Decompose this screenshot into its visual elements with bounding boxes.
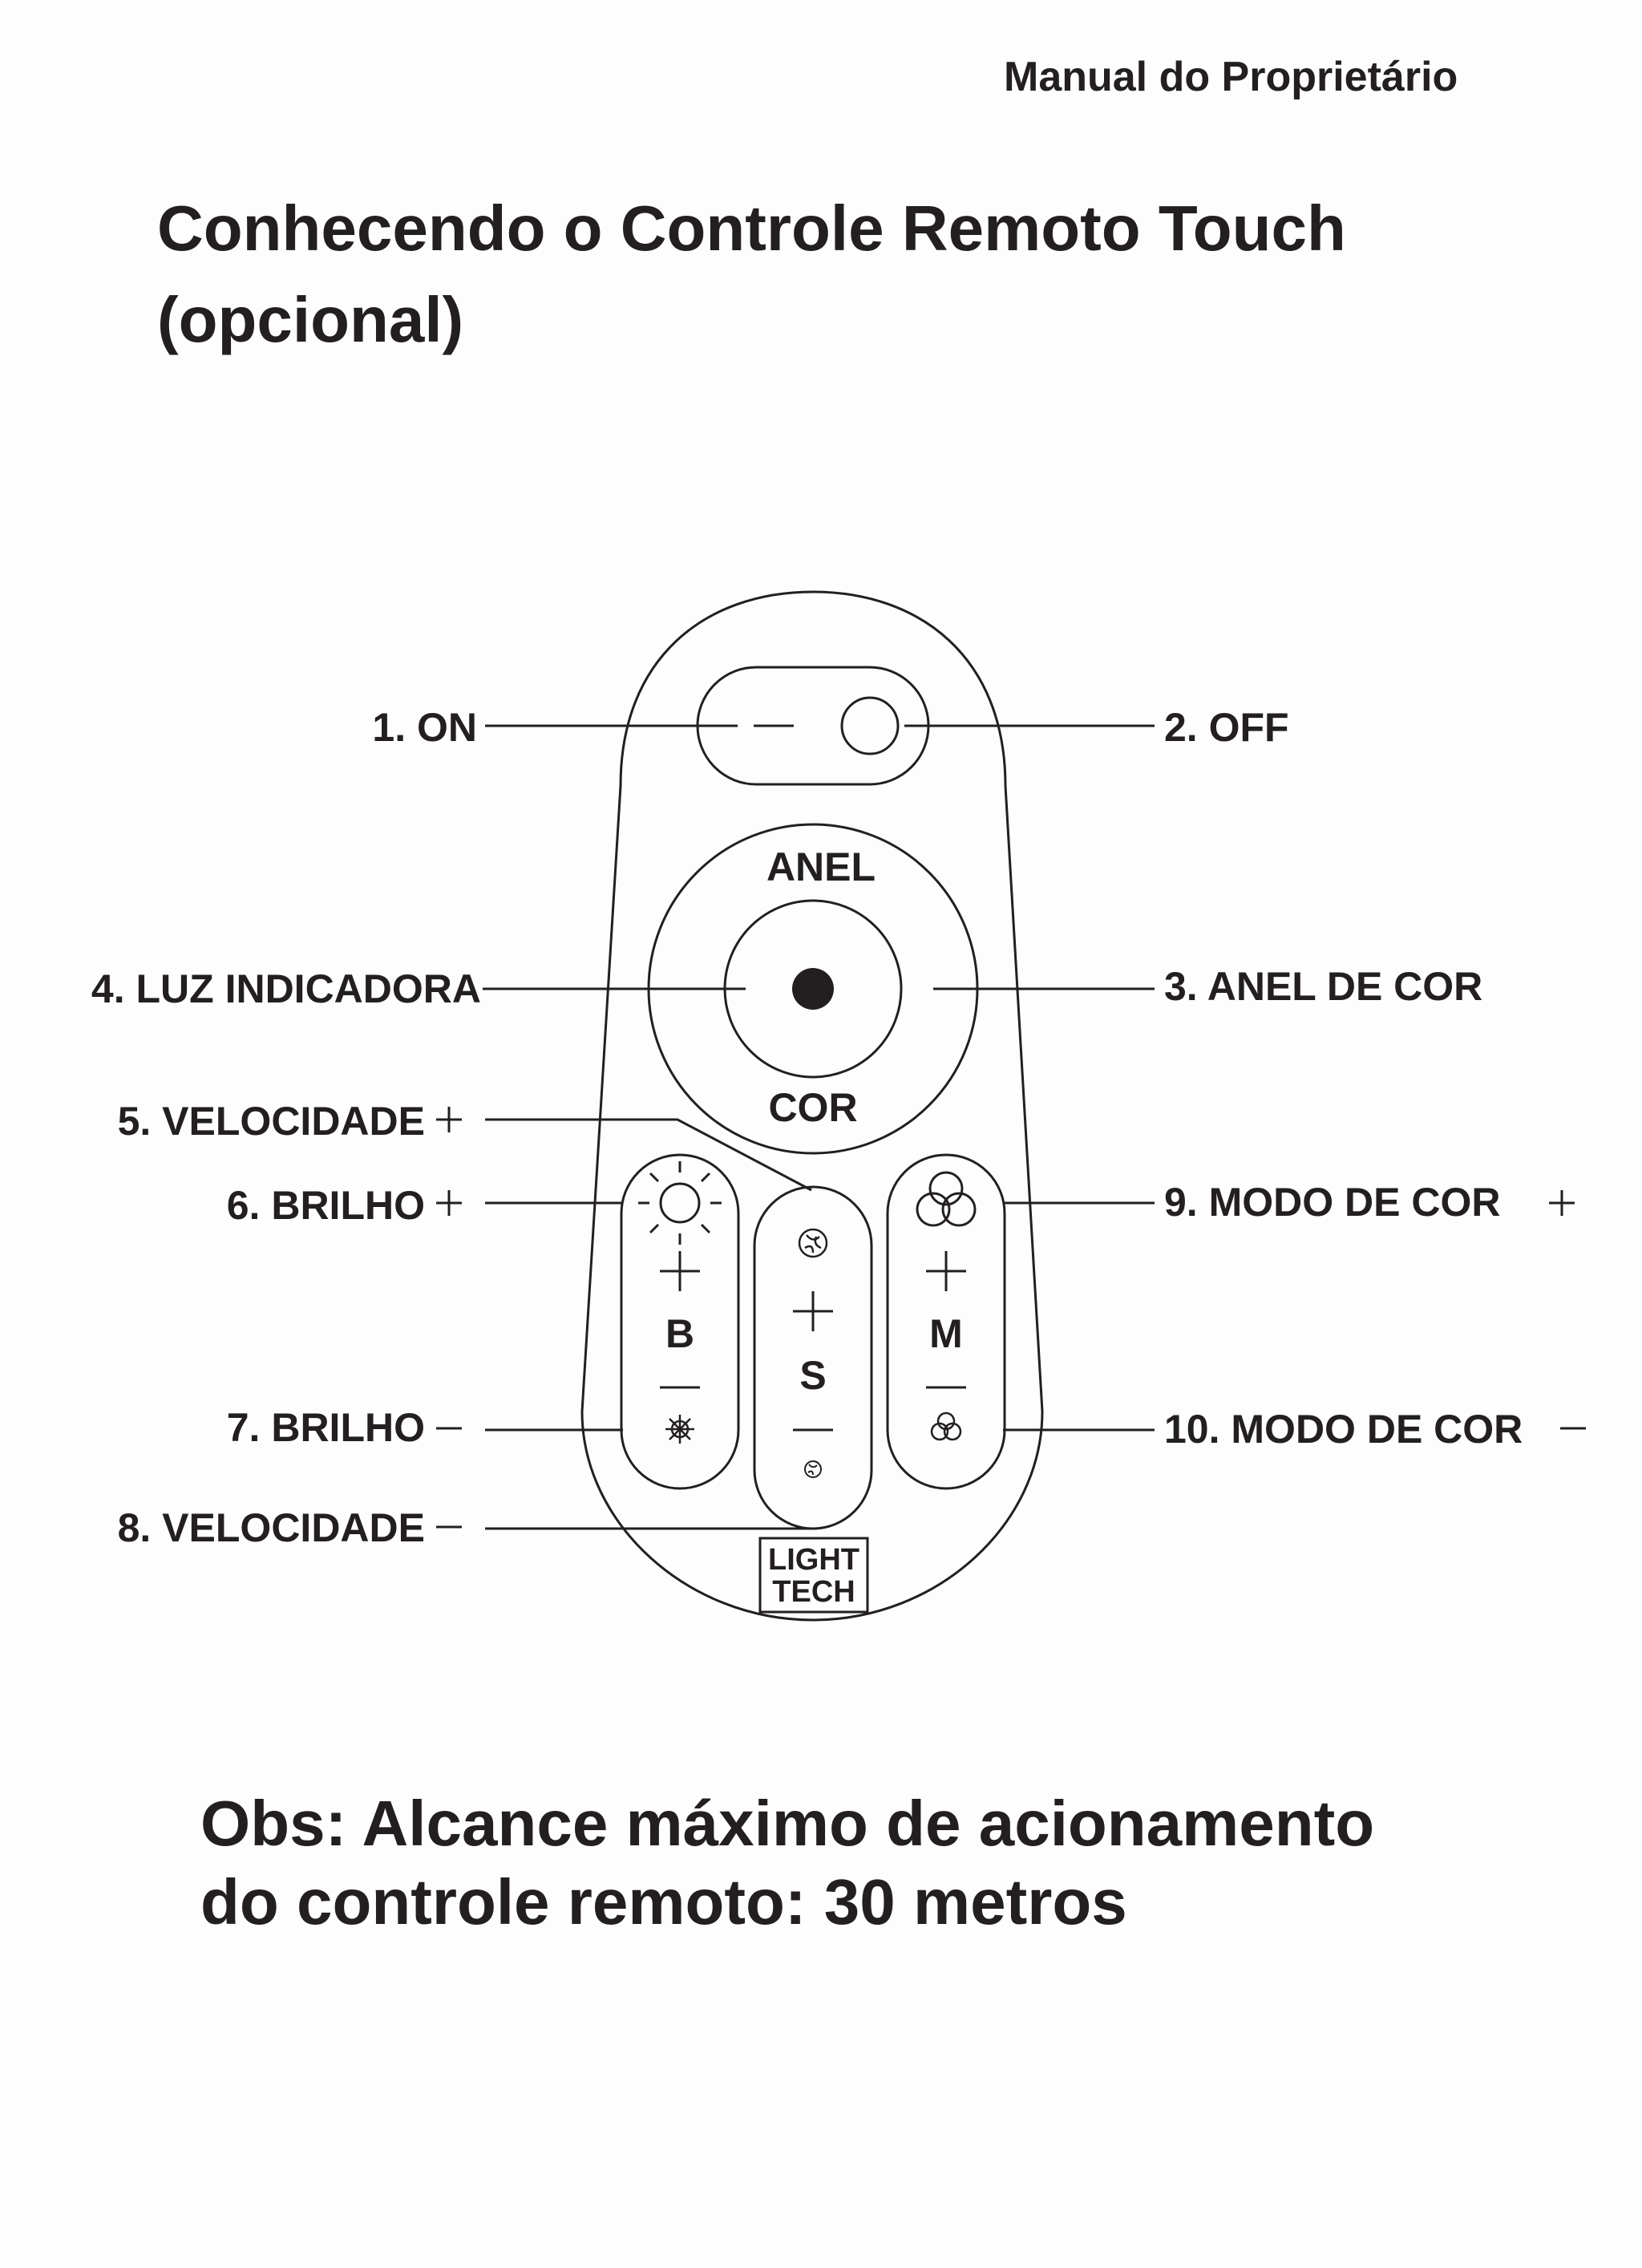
color-mode-button-pill[interactable] [886,1153,1006,1490]
color-mode-large-icon [916,1171,977,1227]
sun-small-icon [665,1415,694,1444]
brightness-button-label: B [665,1311,694,1356]
range-note-line-1: Obs: Alcance máximo de acionamento [200,1788,1375,1859]
brand-logo-line-2: TECH [772,1575,855,1609]
sun-large-icon [638,1161,722,1245]
callout-velocidade-minus: 8. VELOCIDADE [118,1505,425,1550]
callout-luz-indicadora: 4. LUZ INDICADORA [91,966,481,1011]
color-mode-plus-icon [926,1251,966,1291]
range-note-line-2: do controle remoto: 30 metros [200,1866,1127,1938]
callout-modo-cor-plus: 9. MODO DE COR [1164,1180,1500,1225]
speed-plus-icon [793,1291,833,1331]
range-note: Obs: Alcance máximo de acionamento do co… [200,1784,1374,1942]
speed-fast-icon [798,1228,828,1258]
remote-body [580,590,1044,1622]
callout-velocidade-plus: 5. VELOCIDADE [118,1099,425,1144]
leader-line-velocidade-plus [485,1118,812,1192]
callout-anel-de-cor: 3. ANEL DE COR [1164,964,1482,1009]
callout-off: 2. OFF [1164,705,1289,750]
callout-brilho-plus: 6. BRILHO [227,1183,425,1228]
callout-modo-cor-minus: 10. MODO DE COR [1164,1407,1523,1452]
color-mode-button-label: M [929,1311,963,1356]
callout-plus-icon-velocidade [436,1107,462,1132]
callout-on: 1. ON [372,705,477,750]
callout-plus-icon-brilho [436,1190,462,1216]
page-title-line-1: Conhecendo o Controle Remoto Touch [157,192,1346,264]
speed-button-label: S [799,1353,826,1398]
callout-plus-icon-modo [1549,1190,1575,1216]
ring-top-label: ANEL [766,844,876,889]
page-title-line-2: (opcional) [157,284,464,355]
speed-slow-icon [804,1460,822,1478]
brightness-button-pill[interactable] [620,1153,740,1490]
brightness-plus-icon [660,1251,700,1291]
header-title: Manual do Proprietário [1004,54,1458,100]
brand-logo-line-1: LIGHT [768,1543,859,1577]
indicator-light [792,968,834,1010]
brand-logo-box [758,1537,869,1614]
off-symbol-icon [840,696,900,755]
ring-bottom-label: COR [768,1085,857,1130]
page-title: Conhecendo o Controle Remoto Touch (opci… [157,183,1346,366]
color-mode-small-icon [930,1411,962,1441]
callout-brilho-minus: 7. BRILHO [227,1405,425,1450]
